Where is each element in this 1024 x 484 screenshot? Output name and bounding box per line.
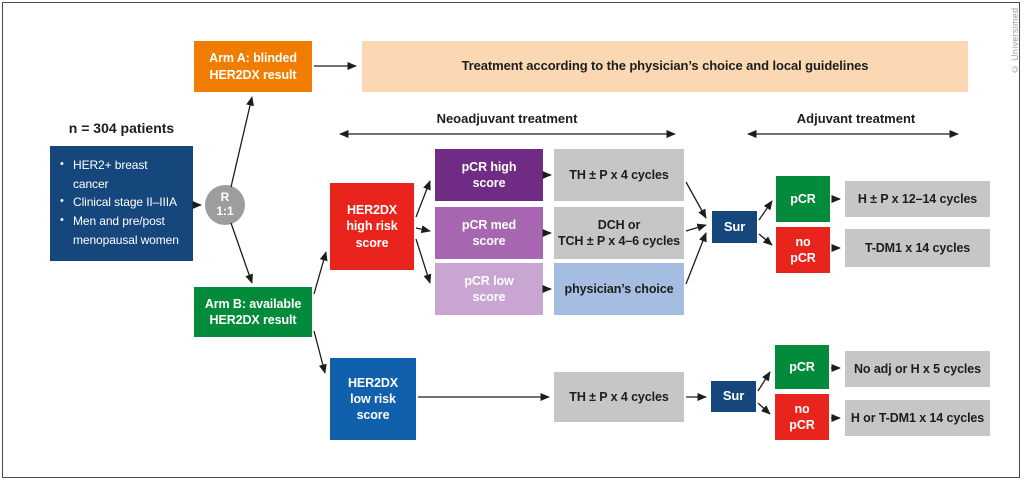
copyright-credit: © Universimed xyxy=(1010,8,1020,75)
arrow-surgery-to-nopcr xyxy=(758,233,773,246)
arrow-arm-b-to-high-risk xyxy=(313,251,328,295)
randomization-letter: R xyxy=(220,190,230,205)
adj-regimen-low-nopcr-box: H or T-DM1 x 14 cycles xyxy=(845,400,990,436)
neo-regimen-high-box: TH ± P x 4 cycles xyxy=(554,149,684,201)
outcome-high-pcr-box: pCR xyxy=(776,176,830,222)
adj-regimen-high-pcr-box: H ± P x 12–14 cycles xyxy=(845,181,990,217)
surgery-low-box: Sur xyxy=(711,381,756,412)
arrow-regimen-high-to-surgery xyxy=(685,181,707,219)
outcome-low-pcr-box: pCR xyxy=(775,345,829,389)
neoadjuvant-phase-header: Neoadjuvant treatment xyxy=(436,111,578,126)
patient-criteria-box: •HER2+ breast cancer •Clinical stage II–… xyxy=(50,146,193,261)
arrow-surgery-low-to-nopcr xyxy=(757,402,771,415)
patient-count-label: n = 304 patients xyxy=(68,120,175,136)
randomization-circle: R 1:1 xyxy=(205,185,245,225)
adj-regimen-low-pcr-box: No adj or H x 5 cycles xyxy=(845,351,990,387)
patient-criteria-line: cancer xyxy=(73,176,109,191)
arrow-high-risk-to-pcr-low xyxy=(415,238,432,284)
bullet-icon: • xyxy=(60,195,64,208)
neo-regimen-physician-choice-box: physician’s choice xyxy=(554,263,684,315)
arrow-randomization-to-arm-a xyxy=(230,96,254,188)
bullet-icon: • xyxy=(60,158,64,170)
arrow-randomization-to-arm-b xyxy=(230,222,253,284)
arrow-surgery-low-to-pcr xyxy=(757,371,771,392)
arrow-regimen-med-to-surgery xyxy=(685,223,707,232)
physician-choice-banner: Treatment according to the physician’s c… xyxy=(362,41,968,92)
arrow-regimen-low-to-surgery xyxy=(685,232,707,285)
arrow-high-risk-to-pcr-med xyxy=(415,225,431,234)
neo-regimen-lowrisk-box: TH ± P x 4 cycles xyxy=(554,372,684,422)
patient-criteria-line: •Men and pre/post xyxy=(60,212,165,231)
surgery-high-box: Sur xyxy=(712,211,757,243)
arrow-arm-b-to-low-risk xyxy=(313,330,327,374)
arrow-high-risk-to-pcr-high xyxy=(415,180,431,218)
patient-criteria-line: •HER2+ breast xyxy=(60,156,148,175)
bullet-icon: • xyxy=(60,214,64,227)
patient-criteria-line: menopausal women xyxy=(73,232,179,247)
patient-criteria-line: •Clinical stage II–IIIA xyxy=(60,193,177,212)
adj-regimen-high-nopcr-box: T-DM1 x 14 cycles xyxy=(845,229,990,267)
adjuvant-phase-header: Adjuvant treatment xyxy=(796,111,916,126)
arrow-surgery-to-pcr xyxy=(758,200,773,221)
randomization-ratio: 1:1 xyxy=(216,204,234,218)
